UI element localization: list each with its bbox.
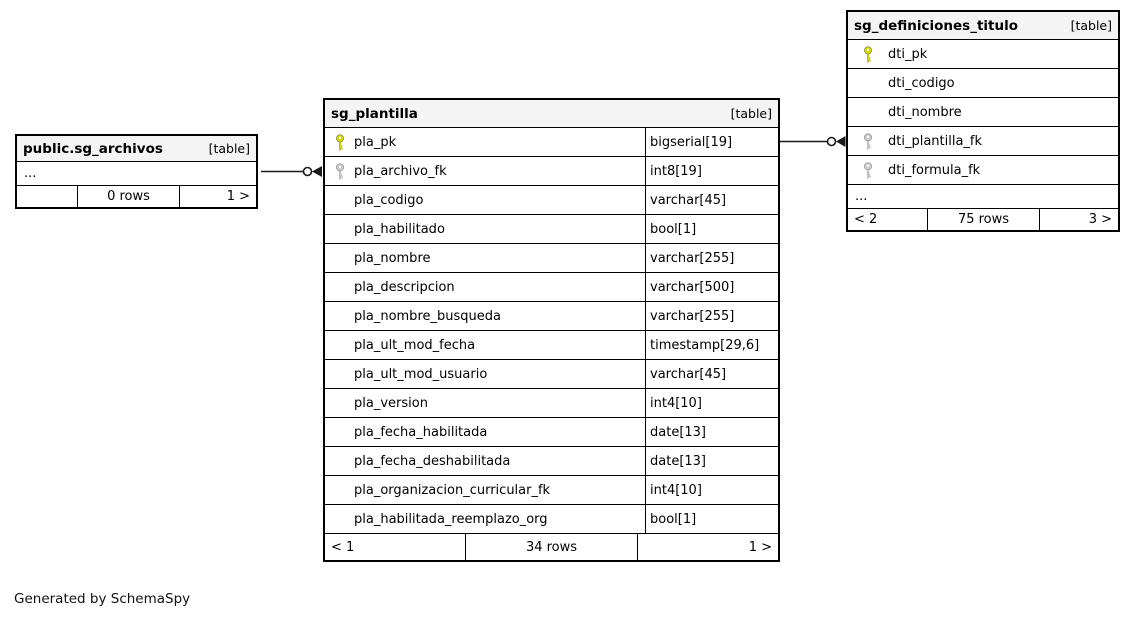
table-title: sg_plantilla	[331, 105, 418, 122]
footer-row-count: 34 rows	[466, 534, 638, 560]
column-type: varchar[45]	[645, 186, 778, 214]
footer-left-cell	[17, 186, 78, 207]
primary-key-icon	[332, 133, 347, 151]
column-name: pla_nombre	[354, 250, 431, 266]
column-row: pla_version int4[10]	[325, 389, 778, 418]
column-row: dti_formula_fk	[848, 156, 1118, 185]
footer-row-count: 0 rows	[78, 186, 180, 207]
column-name: dti_nombre	[888, 104, 962, 120]
table-footer: < 2 75 rows 3 >	[848, 209, 1118, 230]
column-row: pla_fecha_habilitada date[13]	[325, 418, 778, 447]
column-type: timestamp[29,6]	[645, 331, 778, 359]
column-name: pla_organizacion_curricular_fk	[354, 482, 551, 498]
column-row: dti_nombre	[848, 98, 1118, 127]
column-name: pla_habilitada_reemplazo_org	[354, 511, 548, 527]
table-footer: 0 rows 1 >	[17, 186, 256, 207]
table-node-sg-definiciones-titulo[interactable]: sg_definiciones_titulo [table] dti_pk dt…	[846, 10, 1120, 232]
column-row: pla_ult_mod_usuario varchar[45]	[325, 360, 778, 389]
footer-parents-count: < 1	[325, 534, 466, 560]
column-name: dti_pk	[888, 46, 928, 62]
column-name: pla_fecha_deshabilitada	[354, 453, 511, 469]
column-type: date[13]	[645, 418, 778, 446]
column-row: pla_pk bigserial[19]	[325, 128, 778, 157]
column-row: pla_nombre varchar[255]	[325, 244, 778, 273]
column-type: bigserial[19]	[645, 128, 778, 156]
ellipsis-label: ...	[855, 189, 868, 204]
table-node-sg-archivos[interactable]: public.sg_archivos [table] ... 0 rows 1 …	[15, 134, 258, 209]
columns-ellipsis-row: ...	[848, 185, 1118, 209]
column-row: pla_fecha_deshabilitada date[13]	[325, 447, 778, 476]
column-type: varchar[255]	[645, 302, 778, 330]
column-name: pla_ult_mod_fecha	[354, 337, 476, 353]
column-name: pla_ult_mod_usuario	[354, 366, 488, 382]
table-header: sg_definiciones_titulo [table]	[848, 12, 1118, 40]
column-type: bool[1]	[645, 215, 778, 243]
column-type: bool[1]	[645, 505, 778, 533]
foreign-key-icon	[332, 162, 347, 180]
table-title: sg_definiciones_titulo	[854, 17, 1019, 34]
column-name: dti_plantilla_fk	[888, 133, 983, 149]
column-type: int4[10]	[645, 389, 778, 417]
column-row: pla_organizacion_curricular_fk int4[10]	[325, 476, 778, 505]
column-name: pla_habilitado	[354, 221, 445, 237]
column-row: pla_descripcion varchar[500]	[325, 273, 778, 302]
column-name: pla_version	[354, 395, 428, 411]
column-name: pla_archivo_fk	[354, 163, 447, 179]
table-type-badge: [table]	[730, 106, 772, 121]
foreign-key-icon	[858, 132, 878, 150]
primary-key-icon	[858, 45, 878, 63]
table-footer: < 1 34 rows 1 >	[325, 534, 778, 560]
column-row: dti_pk	[848, 40, 1118, 69]
footer-children-count: 1 >	[226, 189, 250, 204]
footer-children-count: 1 >	[748, 539, 772, 555]
footer-row-count: 75 rows	[928, 209, 1040, 230]
footer-children-count: 3 >	[1088, 212, 1112, 227]
column-name: dti_formula_fk	[888, 162, 981, 178]
column-name: pla_fecha_habilitada	[354, 424, 488, 440]
table-header: public.sg_archivos [table]	[17, 136, 256, 162]
foreign-key-icon	[858, 161, 878, 179]
table-header: sg_plantilla [table]	[325, 100, 778, 128]
column-row: pla_archivo_fk int8[19]	[325, 157, 778, 186]
column-row: pla_ult_mod_fecha timestamp[29,6]	[325, 331, 778, 360]
column-name: pla_nombre_busqueda	[354, 308, 501, 324]
footer-parents-count: < 2	[848, 209, 928, 230]
column-row: pla_habilitado bool[1]	[325, 215, 778, 244]
column-type: date[13]	[645, 447, 778, 475]
column-name: pla_codigo	[354, 192, 424, 208]
column-type: int4[10]	[645, 476, 778, 504]
column-name: pla_descripcion	[354, 279, 455, 295]
ellipsis-label: ...	[24, 166, 37, 181]
column-type: varchar[45]	[645, 360, 778, 388]
table-node-sg-plantilla[interactable]: sg_plantilla [table] pla_pk bigserial[19…	[323, 98, 780, 562]
column-type: varchar[500]	[645, 273, 778, 301]
column-name: pla_pk	[354, 134, 397, 150]
generated-by-note: Generated by SchemaSpy	[14, 591, 191, 607]
column-type: int8[19]	[645, 157, 778, 185]
table-type-badge: [table]	[1070, 18, 1112, 33]
column-row: pla_nombre_busqueda varchar[255]	[325, 302, 778, 331]
column-row: pla_codigo varchar[45]	[325, 186, 778, 215]
column-name: dti_codigo	[888, 75, 955, 91]
fk-connector-plantilla-definiciones	[779, 136, 846, 147]
fk-connector-archivos-plantilla	[261, 166, 322, 177]
column-row: dti_plantilla_fk	[848, 127, 1118, 156]
columns-ellipsis-row: ...	[17, 162, 256, 186]
table-title: public.sg_archivos	[23, 140, 163, 157]
table-type-badge: [table]	[208, 141, 250, 156]
column-type: varchar[255]	[645, 244, 778, 272]
column-row: dti_codigo	[848, 69, 1118, 98]
column-row: pla_habilitada_reemplazo_org bool[1]	[325, 505, 778, 534]
